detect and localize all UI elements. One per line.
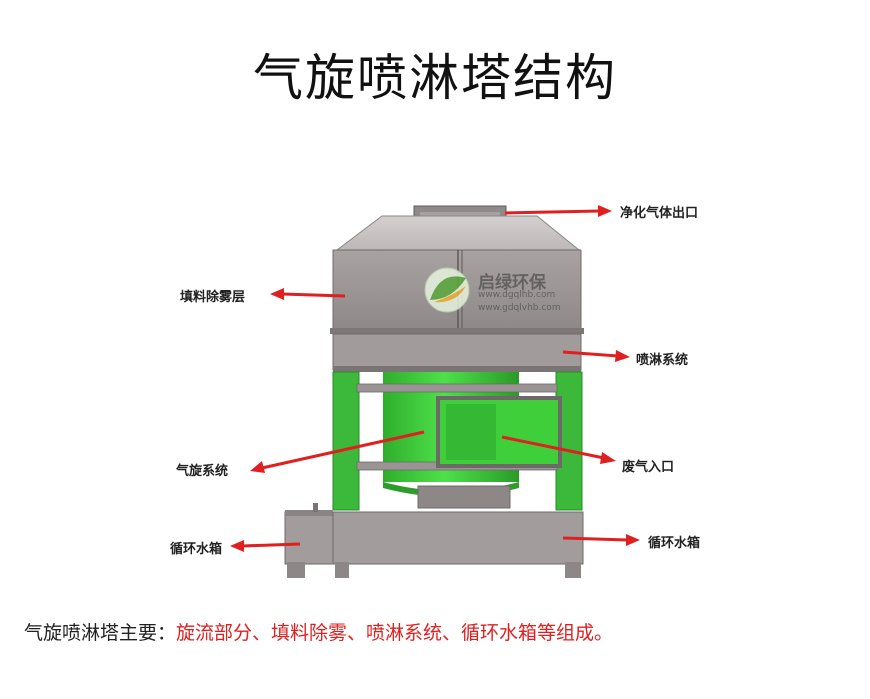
label-gas-outlet: 净化气体出口 [620,206,699,221]
callout-arrows [230,205,640,552]
label-waste-gas-inlet: 废气入口 [622,460,675,475]
tower-roof [335,215,581,251]
label-cyclone-system: 气旋系统 [176,464,229,479]
waste-gas-inlet-duct [436,396,562,468]
label-spray-system: 喷淋系统 [636,353,689,368]
watermark-brand: 启绿环保 [478,273,546,293]
caption-components: 旋流部分、填料除雾、喷淋系统、循环水箱等组成。 [176,622,614,644]
watermark-url-2: www.gdqlvhb.com [478,303,561,313]
caption: 气旋喷淋塔主要：旋流部分、填料除雾、喷淋系统、循环水箱等组成。 [24,618,613,645]
caption-prefix: 气旋喷淋塔主要： [24,622,177,644]
circulation-water-tank [284,503,584,578]
label-tank-left: 循环水箱 [170,542,223,557]
watermark-url-1: www.dgqlhb.com [478,290,556,300]
label-tank-right: 循环水箱 [648,536,701,551]
label-packing-demister: 填料除雾层 [180,290,246,305]
watermark-logo [424,267,470,313]
tower-base-block [417,485,511,509]
spray-section-body [332,333,582,372]
page-title: 气旋喷淋塔结构 [253,49,617,107]
